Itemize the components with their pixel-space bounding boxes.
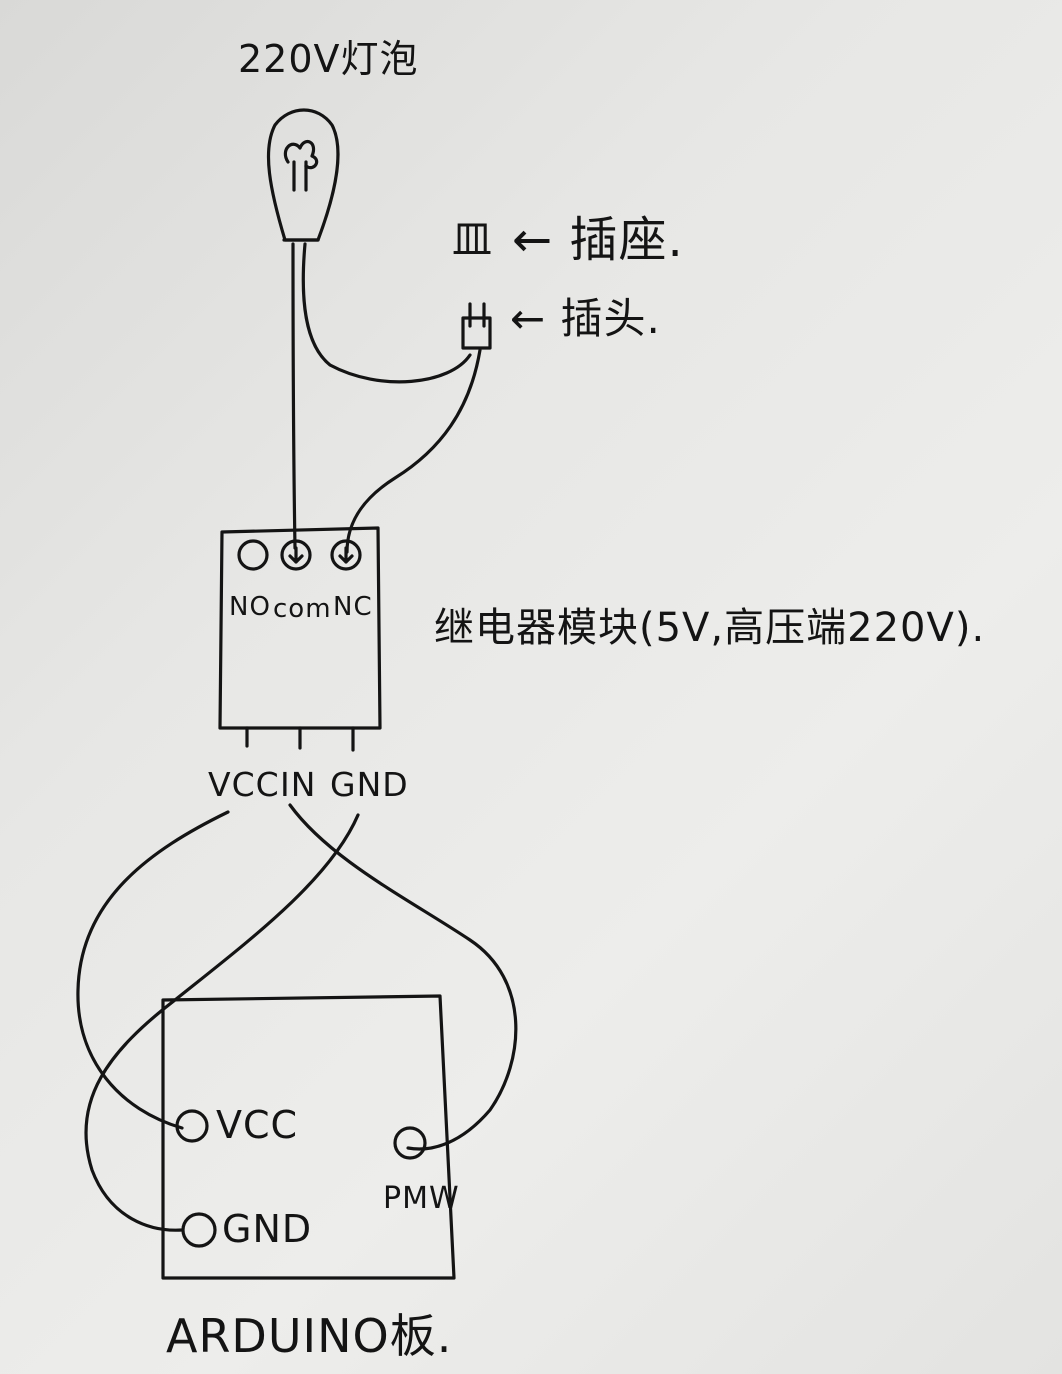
arduino-pwm-label: PMW	[383, 1181, 460, 1216]
plug-to-nc-wire	[345, 348, 482, 554]
relay-terminal-no-icon	[237, 539, 269, 571]
plug-icon	[461, 302, 492, 350]
relay-caption: 继电器模块(5V,高压端220V).	[434, 605, 986, 651]
relay-terminal-com-icon	[280, 539, 312, 571]
arduino-caption: ARDUINO板.	[166, 1309, 453, 1363]
relay-terminal-nc-icon	[330, 539, 362, 571]
in-wire	[288, 803, 518, 1151]
relay-terminal-com-label: com	[273, 594, 332, 624]
socket-label: ← 插座.	[512, 212, 684, 268]
relay-terminal-no-label: NO	[229, 592, 271, 622]
gnd-wire	[84, 813, 360, 1232]
plug-label: ← 插头.	[510, 294, 661, 343]
bulb-title: 220V灯泡	[238, 37, 419, 81]
socket-icon: 皿	[452, 217, 493, 263]
arduino-vcc-pin-icon	[175, 1109, 209, 1143]
arduino-gnd-label: GND	[222, 1207, 313, 1251]
relay-pin-vcc: VCC	[208, 765, 280, 804]
bulb-icon	[266, 108, 340, 242]
bulb-cord-right	[301, 242, 472, 384]
arduino-pwm-pin-icon	[393, 1126, 427, 1160]
relay-pin-gnd: GND	[330, 765, 409, 804]
bulb-cord-left	[291, 242, 297, 550]
relay-terminal-nc-label: NC	[333, 592, 373, 622]
relay-pin-in: IN	[280, 765, 317, 804]
relay-module	[218, 526, 382, 752]
vcc-wire	[76, 810, 230, 1130]
arduino-board	[161, 994, 456, 1280]
arduino-vcc-label: VCC	[216, 1103, 299, 1147]
arduino-gnd-pin-icon	[181, 1212, 217, 1248]
